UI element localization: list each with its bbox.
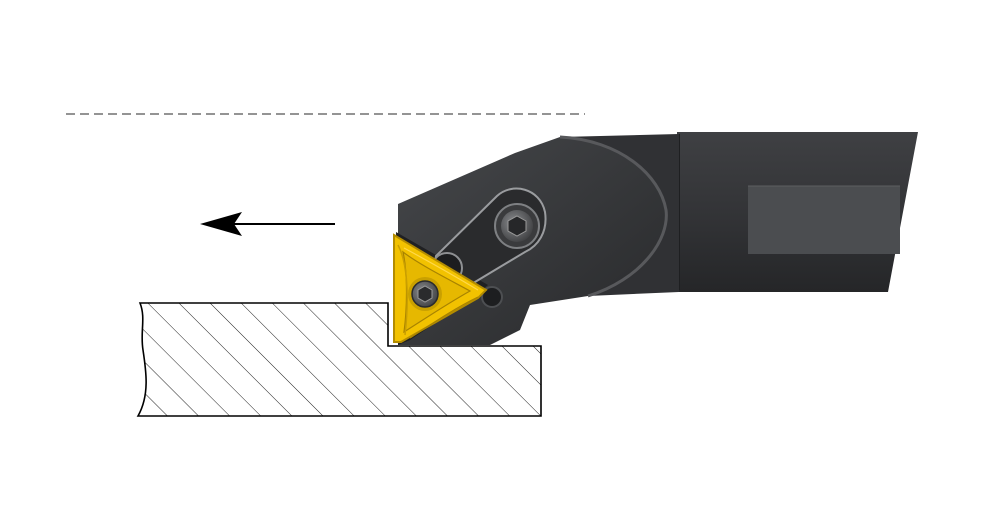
tool-shank (677, 132, 918, 292)
head-pin (481, 286, 503, 308)
arrow-left-icon (200, 212, 335, 236)
hex-socket-screw-icon (408, 277, 442, 311)
hex-socket-screw-icon (494, 203, 540, 249)
workpiece-section (136, 302, 542, 417)
